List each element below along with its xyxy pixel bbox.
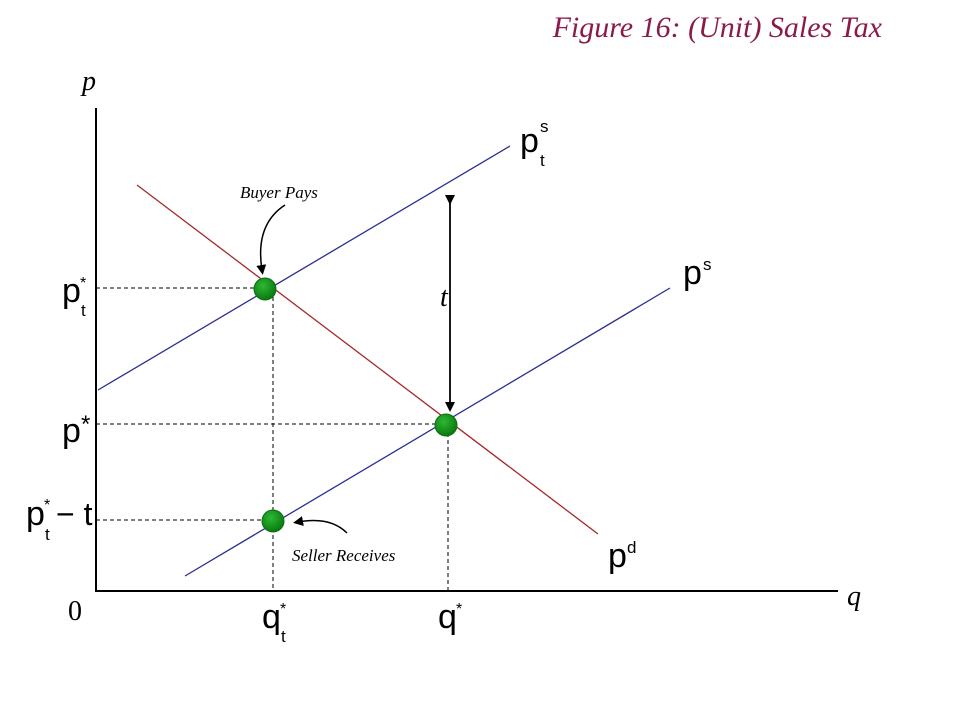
buyer-price-point <box>253 277 277 301</box>
seller-price-label: p t * − t <box>26 495 93 544</box>
title-unit: Unit <box>698 11 752 44</box>
seller-receives-arrow <box>293 516 348 534</box>
title-lead: Figure 16: ( <box>552 11 701 44</box>
seller-price-suffix: − t <box>56 496 93 532</box>
title-trail: ) Sales Tax <box>749 11 882 44</box>
taxed-supply-label: p t s <box>520 117 549 170</box>
equilibrium-price-sup: * <box>81 411 90 438</box>
seller-price-sup: * <box>44 497 50 514</box>
equilibrium-point <box>434 413 458 437</box>
y-axis-label: p <box>80 66 96 97</box>
origin-label: 0 <box>68 596 82 627</box>
demand-label: p d <box>608 537 636 575</box>
seller-price-point <box>261 509 285 533</box>
taxed-supply-sup: s <box>540 117 549 136</box>
demand-curve <box>136 184 599 535</box>
taxed-price-symbol: p <box>62 272 81 310</box>
x-axis-label: q <box>847 581 861 612</box>
demand-symbol: p <box>608 537 627 575</box>
seller-price-symbol: p <box>26 495 45 533</box>
equilibrium-quantity-symbol: q <box>438 598 457 636</box>
buyer-pays-arrow <box>256 204 286 275</box>
taxed-supply-sub: t <box>540 151 545 170</box>
seller-price-sub: t <box>45 525 50 544</box>
taxed-price-sub: t <box>81 301 86 320</box>
taxed-price-label: p t * <box>62 272 86 320</box>
tax-gap-label: t <box>440 282 449 313</box>
seller-receives-label: Seller Receives <box>292 546 396 565</box>
taxed-quantity-sup: * <box>280 601 286 618</box>
equilibrium-quantity-label: q * <box>438 598 462 636</box>
equilibrium-price-symbol: p <box>62 412 81 450</box>
equilibrium-quantity-sup: * <box>456 601 462 618</box>
equilibrium-price-label: p * <box>62 411 90 450</box>
buyer-pays-label: Buyer Pays <box>240 183 318 202</box>
taxed-supply-curve <box>97 145 511 391</box>
supply-symbol: p <box>683 254 702 292</box>
taxed-supply-symbol: p <box>520 122 539 160</box>
demand-sup: d <box>627 538 636 557</box>
supply-label: p s <box>683 254 712 292</box>
taxed-price-sup: * <box>80 275 86 292</box>
taxed-quantity-sub: t <box>281 627 286 646</box>
taxed-quantity-label: q t * <box>262 598 286 646</box>
taxed-quantity-symbol: q <box>262 598 281 636</box>
figure-title: Figure 16: (Unit) Sales Tax <box>552 11 883 44</box>
supply-sup: s <box>703 255 712 274</box>
